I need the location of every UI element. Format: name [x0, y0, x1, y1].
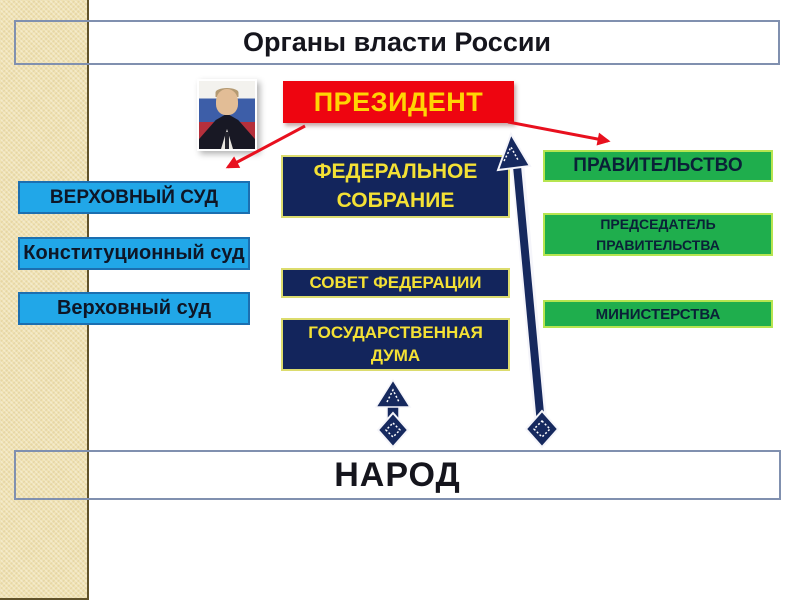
node-president: ПРЕЗИДЕНТ [283, 81, 514, 123]
tie-shape [225, 132, 229, 149]
node-supreme-court-caps-label: ВЕРХОВНЫЙ СУД [49, 186, 219, 208]
node-people: НАРОД [14, 450, 781, 500]
slide-title-text: Органы власти России [242, 27, 552, 57]
node-government: ПРАВИТЕЛЬСТВО [543, 150, 773, 182]
node-supreme-court-caps: ВЕРХОВНЫЙ СУД [18, 181, 250, 214]
node-supreme-court-label: Верховный суд [56, 297, 212, 319]
president-photo-icon [197, 79, 257, 151]
node-government-chairman-label: ПРЕДСЕДАТЕЛЬ ПРАВИТЕЛЬСТВА [596, 216, 720, 253]
node-constitutional-court-label: Конституционный суд [23, 242, 245, 264]
head-shape [216, 89, 238, 116]
node-constitutional-court: Конституционный суд [18, 237, 250, 270]
node-president-label: ПРЕЗИДЕНТ [313, 86, 484, 117]
node-federal-assembly: ФЕДЕРАЛЬНОЕ СОБРАНИЕ [281, 155, 510, 218]
president-photo [199, 81, 255, 149]
node-federation-council: СОВЕТ ФЕДЕРАЦИИ [281, 268, 510, 298]
arrow-president-to-government [507, 120, 611, 146]
node-state-duma: ГОСУДАРСТВЕННАЯ ДУМА [281, 318, 510, 371]
node-people-label: НАРОД [334, 455, 461, 494]
node-state-duma-label: ГОСУДАРСТВЕННАЯ ДУМА [308, 322, 483, 365]
slide-title: Органы власти России [14, 20, 780, 65]
node-federation-council-label: СОВЕТ ФЕДЕРАЦИИ [309, 273, 482, 292]
node-federal-assembly-label: ФЕДЕРАЛЬНОЕ СОБРАНИЕ [313, 160, 478, 212]
node-ministries-label: МИНИСТЕРСТВА [595, 305, 721, 323]
node-government-chairman: ПРЕДСЕДАТЕЛЬ ПРАВИТЕЛЬСТВА [543, 213, 773, 256]
arrow-people-to-duma [374, 378, 412, 449]
node-government-label: ПРАВИТЕЛЬСТВО [573, 155, 743, 176]
node-ministries: МИНИСТЕРСТВА [543, 300, 773, 328]
node-supreme-court: Верховный суд [18, 292, 250, 325]
